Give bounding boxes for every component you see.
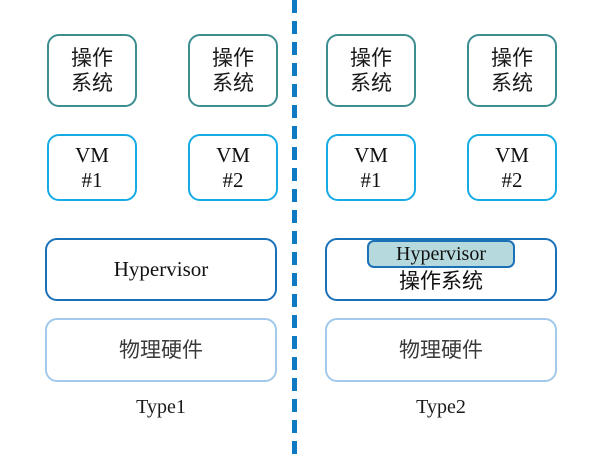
vm-label-line-2: #2: [501, 167, 523, 192]
type2-caption: Type2: [416, 396, 466, 418]
type1-caption: Type1: [136, 396, 186, 418]
type1-vm-box-1: VM #1: [47, 134, 137, 201]
type1-hardware-label: 物理硬件: [119, 337, 203, 362]
os-label-line-2: 系统: [350, 70, 392, 95]
type2-hypervisor-label: Hypervisor: [396, 242, 486, 265]
type1-guest-os-box-2: 操作 系统: [188, 34, 278, 107]
os-label-line-1: 操作: [491, 45, 533, 70]
type2-physical-hardware-box: 物理硬件: [325, 318, 557, 382]
vertical-dashed-divider: [292, 0, 297, 456]
type2-hypervisor-chip: Hypervisor: [367, 240, 515, 268]
os-label-line-2: 系统: [71, 70, 113, 95]
type2-vm-box-2: VM #2: [467, 134, 557, 201]
vm-label-line-1: VM: [354, 142, 388, 167]
type1-physical-hardware-box: 物理硬件: [45, 318, 277, 382]
type2-vm-box-1: VM #1: [326, 134, 416, 201]
os-label-line-1: 操作: [350, 45, 392, 70]
type1-guest-os-box-1: 操作 系统: [47, 34, 137, 107]
os-label-line-1: 操作: [212, 45, 254, 70]
vm-label-line-2: #2: [222, 167, 244, 192]
type2-host-os-box: Hypervisor 操作系统: [325, 238, 557, 301]
type1-hypervisor-label: Hypervisor: [113, 257, 209, 282]
type2-host-os-label: 操作系统: [399, 269, 483, 293]
vm-label-line-1: VM: [75, 142, 109, 167]
vm-label-line-2: #1: [81, 167, 103, 192]
os-label-line-1: 操作: [71, 45, 113, 70]
vm-label-line-1: VM: [216, 142, 250, 167]
type2-guest-os-box-1: 操作 系统: [326, 34, 416, 107]
os-label-line-2: 系统: [212, 70, 254, 95]
os-label-line-2: 系统: [491, 70, 533, 95]
type1-hypervisor-box: Hypervisor: [45, 238, 277, 301]
vm-label-line-2: #1: [360, 167, 382, 192]
type2-hardware-label: 物理硬件: [399, 337, 483, 362]
type1-vm-box-2: VM #2: [188, 134, 278, 201]
vm-label-line-1: VM: [495, 142, 529, 167]
type2-guest-os-box-2: 操作 系统: [467, 34, 557, 107]
